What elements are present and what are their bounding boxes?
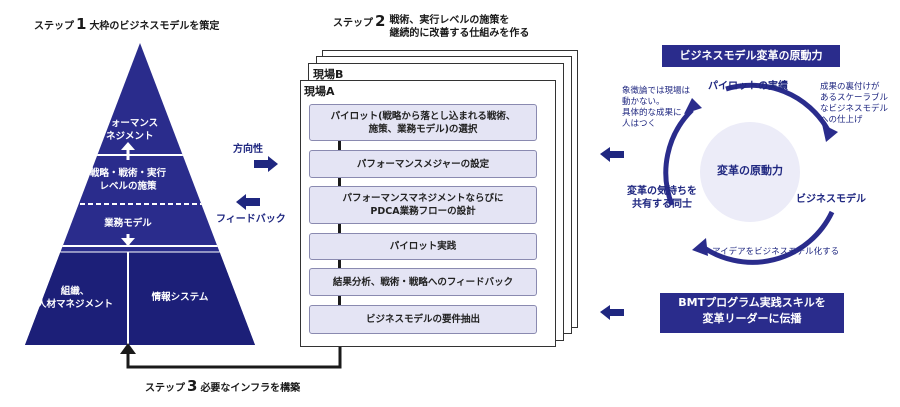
card-site-a-title: 現場A (304, 85, 335, 98)
cycle-node-pilot-results: パイロットの実績 (708, 81, 788, 92)
cycle-node-business-model: ビジネスモデル (796, 194, 866, 205)
pyramid-level-tactics: 戦略・戦術・実行レベルの施策 (89, 168, 166, 192)
pyramid-level-business-model: 業務モデル (104, 218, 152, 229)
direction-arrow (254, 156, 278, 172)
feedback-label: フィードバック (216, 214, 286, 225)
infrastructure-arrow (120, 333, 342, 369)
pyramid-level-performance: パフォーマンスマネジメント (91, 118, 159, 142)
pyramid-level-organization: 組織、人材マネジメント (36, 286, 113, 310)
cycle-node-shared-spirit: 変革の気持ちを共有する同士 (627, 186, 697, 210)
process-step-requirements: ビジネスモデルの要件抽出 (309, 305, 537, 334)
center-circle (700, 122, 800, 222)
cycle-to-cards-arrow (600, 147, 624, 162)
bmt-panel: BMTプログラム実践スキルを変革リーダーに伝播 (660, 293, 844, 333)
process-step-result-analysis: 結果分析、戦術・戦略へのフィードバック (309, 268, 537, 296)
cycle-note-bottom: アイデアをビジネスモデル化する (712, 247, 840, 257)
bmt-to-cards-arrow (600, 305, 624, 320)
cycle-note-left: 象徴論では現場は動かない。 具体的な成果に人はつく (622, 86, 691, 129)
process-step-pilot-practice: パイロット実践 (309, 233, 537, 260)
process-step-pilot-selection: パイロット(戦略から落とし込まれる戦術、施策、業務モデル)の選択 (309, 104, 537, 141)
pyramid-level-information-system: 情報システム (151, 292, 209, 303)
cycle-note-right: 成果の裏付けがあるスケーラブル なビジネスモデルへの仕上げ (820, 82, 889, 125)
process-connector (338, 138, 341, 313)
step2-label: ステップ 2 戦術、実行レベルの施策を 継続的に改善する仕組みを作る (333, 12, 530, 39)
cycle-arrowheads (684, 98, 838, 256)
process-step-measure-setting: パフォーマンスメジャーの設定 (309, 150, 537, 178)
cycle-title: ビジネスモデル変革の原動力 (662, 45, 840, 67)
feedback-arrow (236, 194, 260, 210)
cycle-ring (663, 82, 835, 265)
direction-label: 方向性 (233, 144, 263, 155)
card-site-b-title: 現場B (313, 68, 344, 81)
cycle-center-label: 変革の原動力 (717, 164, 783, 177)
